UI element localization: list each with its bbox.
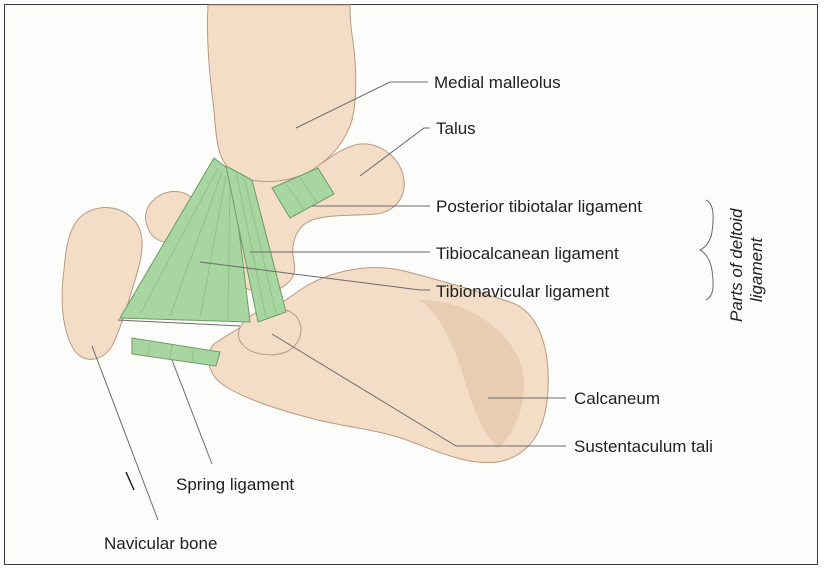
label-posterior-tibiotalar: Posterior tibiotalar ligament (436, 197, 642, 216)
label-sustentaculum-tali: Sustentaculum tali (574, 437, 713, 456)
navicular-bone (62, 207, 142, 359)
label-deltoid-line1: Parts of deltoid (727, 208, 746, 322)
label-calcaneum: Calcaneum (574, 389, 660, 408)
leader-spring-ligament (172, 360, 212, 464)
spring-ligament (132, 338, 220, 366)
label-tibionavicular: Tibionavicular ligament (436, 282, 610, 301)
deltoid-group-brace (700, 200, 713, 300)
label-tibiocalcanean: Tibiocalcanean ligament (436, 244, 619, 263)
label-navicular-bone: Navicular bone (104, 534, 217, 553)
label-talus: Talus (436, 119, 476, 138)
label-spring-ligament: Spring ligament (176, 475, 294, 494)
deltoid-group-label: Parts of deltoid ligament (727, 208, 766, 322)
label-deltoid-line2: ligament (747, 236, 766, 302)
leader-navicular (92, 346, 158, 520)
label-medial-malleolus: Medial malleolus (434, 73, 561, 92)
